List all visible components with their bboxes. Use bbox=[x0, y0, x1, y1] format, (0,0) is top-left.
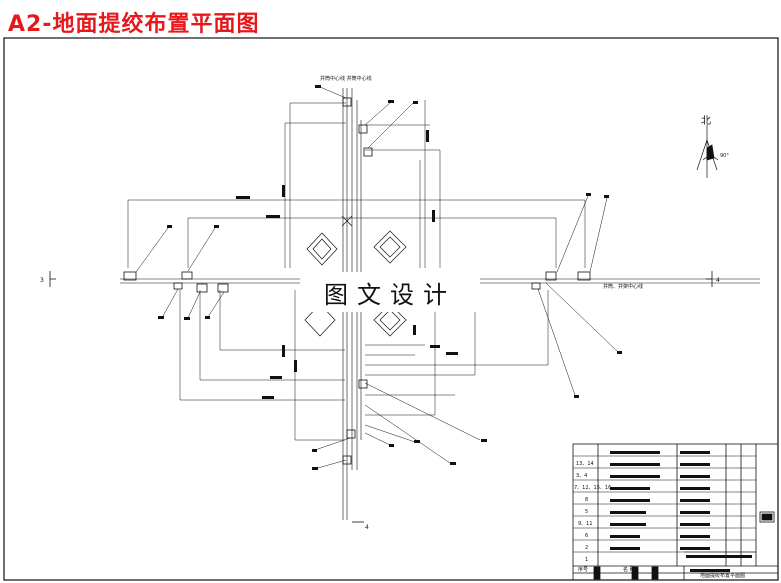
svg-text:名 称: 名 称 bbox=[623, 566, 635, 573]
title-block bbox=[572, 443, 779, 581]
leader-lines bbox=[135, 86, 619, 469]
svg-text:3、4: 3、4 bbox=[576, 473, 587, 479]
section-mark-right: 4 bbox=[716, 277, 720, 284]
headframe-diamonds bbox=[304, 215, 407, 337]
sheet-border bbox=[3, 37, 779, 581]
section-mark-left: 3 bbox=[40, 277, 44, 284]
svg-text:1: 1 bbox=[585, 557, 588, 563]
item-tags bbox=[158, 85, 622, 470]
svg-text:2: 2 bbox=[585, 545, 588, 551]
title-block-content-marks bbox=[610, 451, 752, 572]
axis-label-top: 井筒中心线 井筒中心线 bbox=[320, 75, 372, 82]
svg-text:9、11: 9、11 bbox=[578, 521, 593, 527]
svg-text:6: 6 bbox=[585, 533, 588, 539]
section-marks bbox=[49, 271, 713, 523]
svg-text:7、12、15、16: 7、12、15、16 bbox=[574, 485, 611, 491]
section-mark-bottom: 4 bbox=[365, 524, 369, 531]
svg-text:8: 8 bbox=[585, 497, 588, 503]
north-label: 北 bbox=[701, 115, 711, 127]
svg-text:地面提绞布置平面图: 地面提绞布置平面图 bbox=[700, 572, 745, 579]
axis-label-right: 井筒、井架中心线 bbox=[603, 283, 643, 290]
svg-text:5: 5 bbox=[585, 509, 588, 515]
watermark: 图文设计 bbox=[300, 272, 480, 312]
page-title: A2-地面提绞布置平面图 bbox=[8, 12, 260, 37]
svg-text:序号: 序号 bbox=[578, 566, 588, 573]
north-angle: 90° bbox=[720, 153, 729, 159]
north-arrow bbox=[696, 125, 719, 178]
svg-text:13、14: 13、14 bbox=[576, 461, 594, 467]
dimension-values bbox=[236, 130, 458, 399]
title-block-numbers: 13、14 3、4 7、12、15、16 8 5 9、11 6 2 1 序号 名… bbox=[574, 461, 745, 579]
title-block-rows bbox=[573, 455, 756, 553]
dimension-lines bbox=[127, 100, 586, 441]
